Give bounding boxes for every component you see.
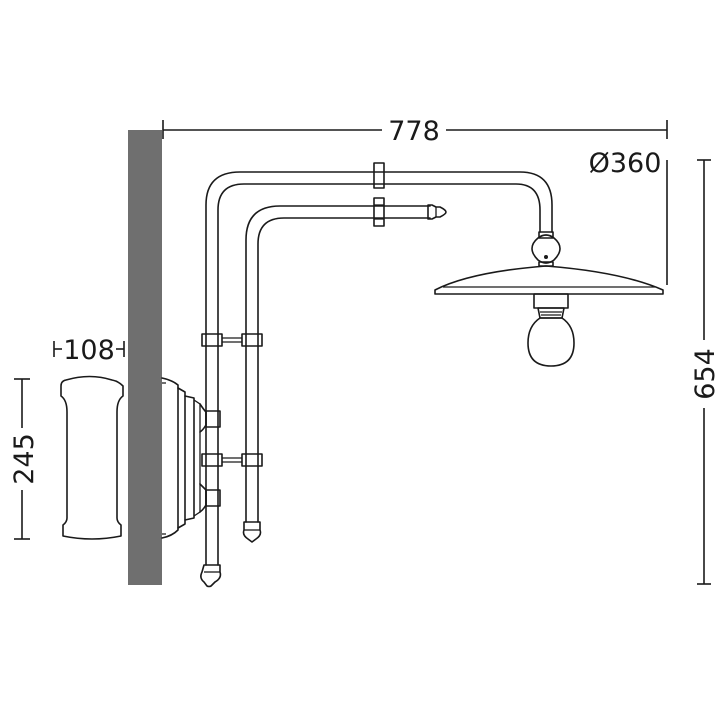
arm-collar-upper [201, 333, 263, 347]
diameter-label: Ø360 [589, 148, 662, 179]
backplate-front-view [60, 375, 124, 540]
plate-width-label: 108 [63, 335, 115, 366]
lamp-bulb [527, 293, 575, 367]
height-dimension: 654 [690, 159, 721, 585]
diameter-dimension: Ø360 [589, 148, 668, 285]
arm-connector-top [373, 162, 385, 227]
lamp-shade [434, 265, 664, 295]
plate-width-dimension: 108 [53, 335, 125, 366]
wall [128, 130, 162, 585]
plate-height-dimension: 245 [9, 378, 40, 540]
height-label: 654 [690, 348, 721, 400]
wall-fitting-upper [199, 403, 221, 433]
outer-arm [205, 171, 553, 566]
plate-height-label: 245 [9, 433, 40, 485]
inner-arm-finial [242, 521, 262, 543]
lamp-head [531, 231, 561, 267]
arm-finial [427, 204, 447, 220]
inner-arm [245, 205, 431, 523]
arm-collar-middle [201, 453, 263, 467]
backplate-side-view [161, 377, 201, 539]
width-label: 778 [388, 116, 440, 147]
outer-arm-finial [200, 564, 222, 588]
wall-fitting-lower [199, 483, 221, 513]
width-dimension: 778 [162, 116, 668, 147]
